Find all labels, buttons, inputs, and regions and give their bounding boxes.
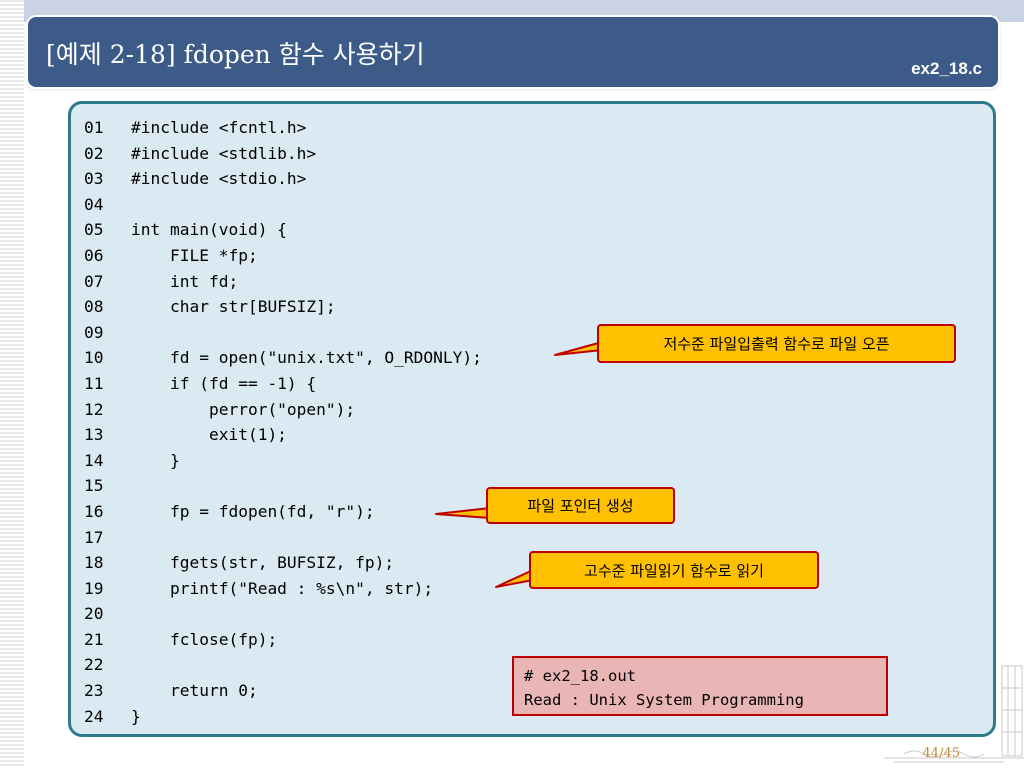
code-line: 05 int main(void) { bbox=[84, 217, 482, 243]
callout-pointer-file-pointer bbox=[435, 507, 491, 519]
line-number: 06 bbox=[84, 245, 104, 265]
code-line: 20 bbox=[84, 601, 482, 627]
code-panel bbox=[68, 101, 996, 737]
line-number: 17 bbox=[84, 527, 104, 547]
line-number: 22 bbox=[84, 655, 104, 675]
building-sketch-decoration bbox=[884, 665, 1024, 763]
code-text: #include <stdio.h> bbox=[131, 169, 307, 189]
code-text: #include <stdlib.h> bbox=[131, 143, 317, 163]
callout-pointer-low-level bbox=[554, 341, 603, 356]
code-text: int main(void) { bbox=[131, 220, 287, 240]
line-number: 23 bbox=[84, 681, 104, 701]
code-line: 12 perror("open"); bbox=[84, 397, 482, 423]
code-text: fclose(fp); bbox=[131, 629, 278, 649]
code-line: 13 exit(1); bbox=[84, 422, 482, 448]
code-line: 21 fclose(fp); bbox=[84, 627, 482, 653]
code-line: 07 int fd; bbox=[84, 269, 482, 295]
line-number: 21 bbox=[84, 629, 104, 649]
line-number: 07 bbox=[84, 271, 104, 291]
line-number: 16 bbox=[84, 501, 104, 521]
slide-title: [예제 2-18] fdopen 함수 사용하기 bbox=[46, 40, 425, 69]
code-text: return 0; bbox=[131, 681, 258, 701]
line-number: 09 bbox=[84, 322, 104, 342]
code-line: 15 bbox=[84, 473, 482, 499]
slide-title-bar: [예제 2-18] fdopen 함수 사용하기 ex2_18.c bbox=[28, 17, 998, 87]
output-line: Read : Unix System Programming bbox=[524, 691, 804, 709]
callout-pointer-high-level bbox=[495, 569, 534, 588]
line-number: 15 bbox=[84, 476, 104, 496]
code-text: printf("Read : %s\n", str); bbox=[131, 578, 434, 598]
code-line: 14 } bbox=[84, 448, 482, 474]
line-number: 11 bbox=[84, 373, 104, 393]
code-line: 09 bbox=[84, 320, 482, 346]
code-text: char str[BUFSIZ]; bbox=[131, 297, 336, 317]
code-text: exit(1); bbox=[131, 425, 287, 445]
code-line: 19 printf("Read : %s\n", str); bbox=[84, 576, 482, 602]
line-number: 02 bbox=[84, 143, 104, 163]
line-number: 13 bbox=[84, 425, 104, 445]
code-text: if (fd == -1) { bbox=[131, 373, 317, 393]
left-stripes-decoration bbox=[0, 0, 24, 768]
top-band bbox=[0, 0, 1024, 22]
code-line: 16 fp = fdopen(fd, "r"); bbox=[84, 499, 482, 525]
line-number: 14 bbox=[84, 450, 104, 470]
code-line: 04 bbox=[84, 192, 482, 218]
code-line: 06 FILE *fp; bbox=[84, 243, 482, 269]
line-number: 20 bbox=[84, 604, 104, 624]
line-number: 10 bbox=[84, 348, 104, 368]
code-line: 08 char str[BUFSIZ]; bbox=[84, 294, 482, 320]
program-output-box: # ex2_18.out Read : Unix System Programm… bbox=[512, 656, 888, 716]
line-number: 08 bbox=[84, 297, 104, 317]
code-text: fp = fdopen(fd, "r"); bbox=[131, 501, 375, 521]
code-line: 23 return 0; bbox=[84, 678, 482, 704]
code-line: 18 fgets(str, BUFSIZ, fp); bbox=[84, 550, 482, 576]
line-number: 05 bbox=[84, 220, 104, 240]
code-line: 01 #include <fcntl.h> bbox=[84, 115, 482, 141]
code-line: 10 fd = open("unix.txt", O_RDONLY); bbox=[84, 345, 482, 371]
line-number: 18 bbox=[84, 553, 104, 573]
code-line: 17 bbox=[84, 525, 482, 551]
output-line: # ex2_18.out bbox=[524, 667, 636, 685]
file-name-label: ex2_18.c bbox=[911, 59, 982, 78]
code-text: int fd; bbox=[131, 271, 239, 291]
code-text: fgets(str, BUFSIZ, fp); bbox=[131, 553, 395, 573]
callout-low-level-open: 저수준 파일입출력 함수로 파일 오픈 bbox=[597, 324, 956, 363]
line-number: 24 bbox=[84, 706, 104, 726]
code-text: perror("open"); bbox=[131, 399, 356, 419]
code-text: FILE *fp; bbox=[131, 245, 258, 265]
code-line: 03 #include <stdio.h> bbox=[84, 166, 482, 192]
line-number: 12 bbox=[84, 399, 104, 419]
code-text: } bbox=[131, 450, 180, 470]
code-text: #include <fcntl.h> bbox=[131, 118, 307, 137]
callout-high-level-read: 고수준 파일읽기 함수로 읽기 bbox=[529, 551, 819, 589]
line-number: 03 bbox=[84, 169, 104, 189]
code-line: 11 if (fd == -1) { bbox=[84, 371, 482, 397]
code-line: 02 #include <stdlib.h> bbox=[84, 141, 482, 167]
callout-file-pointer: 파일 포인터 생성 bbox=[486, 487, 675, 524]
code-line: 24} bbox=[84, 704, 482, 730]
line-number: 19 bbox=[84, 578, 104, 598]
code-listing: 01 #include <fcntl.h> 02 #include <stdlib.h… bbox=[84, 115, 482, 729]
code-text: fd = open("unix.txt", O_RDONLY); bbox=[131, 348, 482, 368]
page-number: 44/45 bbox=[922, 746, 960, 761]
code-line: 22 bbox=[84, 652, 482, 678]
line-number: 04 bbox=[84, 194, 104, 214]
line-number: 01 bbox=[84, 118, 104, 137]
code-text: } bbox=[131, 706, 141, 726]
